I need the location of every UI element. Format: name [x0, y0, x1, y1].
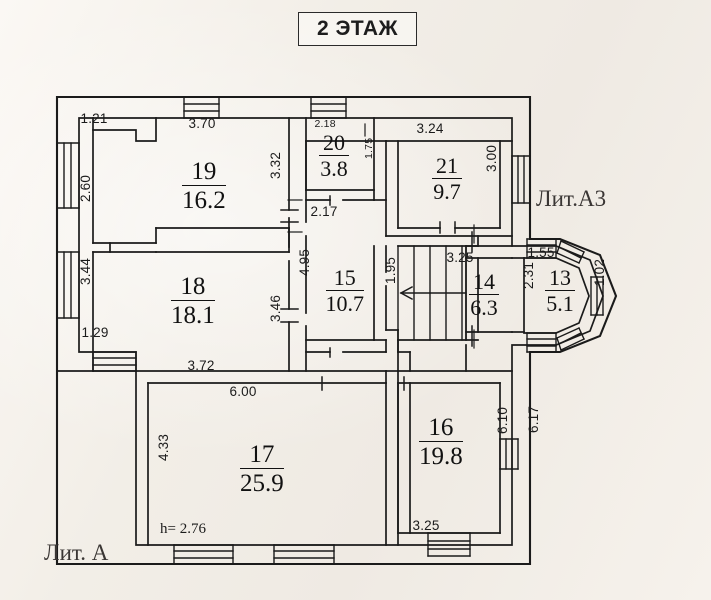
room-area: 6.3 [470, 295, 498, 320]
dimension-1-55: 1.55 [527, 244, 555, 260]
window-bay-top [526, 238, 557, 259]
window-bottom-2 [273, 544, 335, 565]
dimension-2-60: 2.60 [77, 174, 93, 202]
dimension-3-46: 3.46 [267, 294, 283, 322]
dimension-6-17: 6.17 [525, 405, 541, 433]
interior-walls [92, 117, 590, 546]
window-right-2 [499, 438, 519, 470]
dimension-3-44: 3.44 [77, 257, 93, 285]
staircase-direction-arrow [399, 285, 431, 301]
dimension-6-10: 6.10 [494, 406, 510, 434]
litera-a3-label: Лит.А3 [536, 186, 607, 211]
door-openings [280, 195, 473, 391]
window-top-2 [310, 96, 347, 119]
sheet-title-box: 2 ЭТАЖ [298, 12, 417, 46]
dimension-ticks [287, 123, 475, 349]
room-area: 25.9 [240, 470, 284, 497]
room-area: 3.8 [320, 156, 348, 181]
room-number: 13 [545, 267, 575, 291]
dimension-3-24: 3.24 [416, 120, 444, 136]
room-area: 5.1 [546, 291, 574, 316]
dimension-3-25: 3.25 [446, 249, 474, 265]
outer-wall-inner-face [78, 117, 604, 546]
room-area: 9.7 [433, 179, 461, 204]
dimension-6-00: 6.00 [229, 383, 257, 399]
window-bay-bottom-diagonal [556, 327, 585, 351]
dimension-3-72: 3.72 [187, 357, 215, 373]
dimension-1-75: 1.75 [363, 137, 375, 159]
dimension-3-25: 3.25 [412, 517, 440, 533]
room-number: 16 [419, 415, 463, 442]
window-bay-bottom [526, 332, 557, 353]
window-top-1 [183, 96, 220, 119]
room-number: 20 [319, 132, 349, 156]
dimension-1-95: 1.95 [382, 256, 398, 284]
window-bottom-3 [427, 532, 471, 557]
sheet-title: 2 ЭТАЖ [316, 17, 399, 40]
room-area: 18.1 [171, 302, 215, 329]
dimension-2-17: 2.17 [310, 203, 338, 219]
dimension-3-32: 3.32 [267, 151, 283, 179]
room-number: 17 [240, 442, 284, 469]
room-number: 15 [325, 267, 364, 291]
window-left-3 [92, 351, 137, 372]
dimension-3-70: 3.70 [188, 115, 216, 131]
room-number: 21 [432, 155, 462, 179]
dimension-4-33: 4.33 [155, 433, 171, 461]
dimension-1-02: 1.02 [591, 258, 607, 286]
room-number: 14 [469, 271, 499, 295]
room-number: 18 [171, 274, 215, 301]
window-left-1 [56, 142, 80, 209]
dimension-4-95: 4.95 [296, 248, 312, 276]
room-area: 10.7 [325, 291, 365, 316]
window-bay-right [590, 276, 604, 316]
dimension-2-31: 2.31 [520, 261, 536, 289]
dimension-1-21: 1.21 [80, 110, 108, 126]
dimension-3-00: 3.00 [483, 144, 499, 172]
window-bay-top-diagonal [556, 240, 585, 264]
room-area: 19.8 [419, 443, 463, 470]
dimension-2-18: 2.18 [314, 118, 336, 130]
window-right-1 [511, 155, 531, 204]
litera-a-label: Лит. А [44, 540, 109, 565]
dimension-1-29: 1.29 [81, 324, 109, 340]
room-area: 16.2 [182, 187, 226, 214]
window-left-2 [56, 251, 80, 319]
room-number: 19 [182, 159, 226, 186]
windows [56, 96, 604, 565]
ceiling-height-note: h= 2.76 [160, 521, 206, 537]
window-bottom-1 [173, 544, 234, 565]
